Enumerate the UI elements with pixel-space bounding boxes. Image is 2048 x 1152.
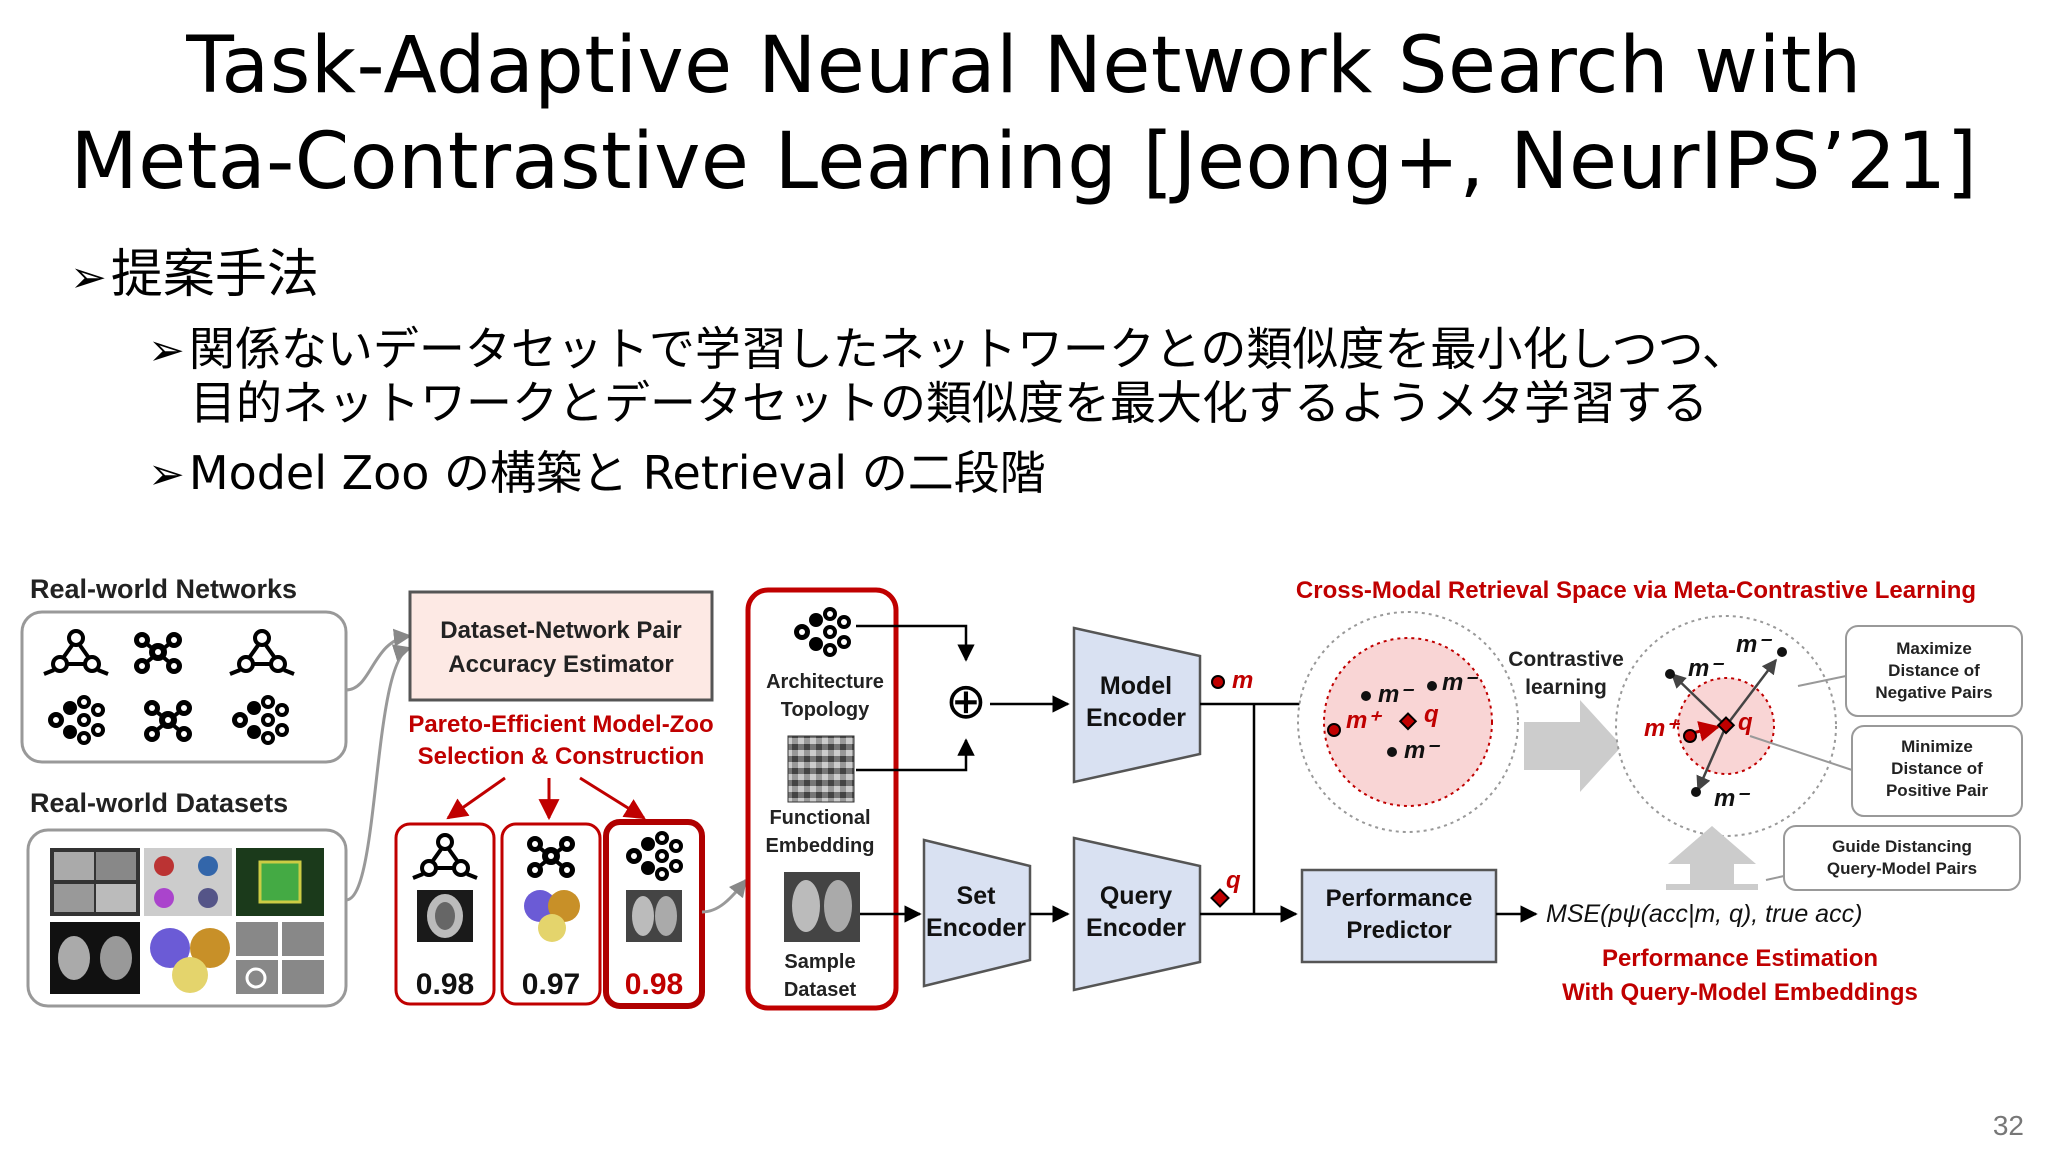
slide-title: Task-Adaptive Neural Network Search with… [0,18,2048,210]
bullet-two-stage: ➢Model Zoo の構築と Retrieval の二段階 [148,446,1046,502]
title-line-1: Task-Adaptive Neural Network Search with [186,21,1862,111]
query-encoder-label-2: Encoder [1086,914,1186,942]
set-encoder [922,838,1032,988]
arrow-func-to-concat [856,738,975,772]
svg-text:m⁻: m⁻ [1404,737,1440,764]
contrastive-label-1: Contrastive [1508,648,1624,671]
arch-label-2: Topology [781,699,870,721]
svg-text:m⁻: m⁻ [1736,631,1772,658]
sample-label-2: Dataset [784,979,857,1001]
contrastive-arrow [1524,700,1622,792]
pareto-label-1: Pareto-Efficient Model-Zoo [408,711,713,738]
pareto-label-2: Selection & Construction [418,743,705,770]
query-encoder-label-1: Query [1100,882,1172,910]
svg-text:Guide Distancing: Guide Distancing [1832,837,1972,856]
svg-text:q: q [1738,709,1753,736]
m-embedding-dot [1211,675,1225,689]
svg-text:m⁻: m⁻ [1688,655,1724,682]
set-encoder-label-2: Encoder [926,914,1026,942]
retrieval-space-title: Cross-Modal Retrieval Space via Meta-Con… [1296,577,1976,604]
svg-text:Minimize: Minimize [1901,737,1973,756]
zoo-score-1: 0.98 [416,968,474,1001]
estimator-label-1: Dataset-Network Pair [440,617,681,644]
bullet-meta-learning-cont: 目的ネットワークとデータセットの類似度を最大化するようメタ学習する [190,376,1708,430]
bullet-meta-learning: ➢関係ないデータセットで学習したネットワークとの類似度を最小化しつつ、 [148,322,1748,378]
q-embedding-diamond [1210,888,1230,908]
retrieval-space-after: m⁻ m⁻ m⁺ q m⁻ [1615,615,1837,837]
svg-text:Maximize: Maximize [1896,639,1972,658]
svg-text:m⁻: m⁻ [1442,669,1478,696]
model-encoder [1072,626,1202,784]
performance-predictor [1300,868,1498,964]
arrow-networks-to-estimator [345,628,412,692]
svg-text:Distance of: Distance of [1891,759,1983,778]
accuracy-estimator-box [408,590,714,702]
predictor-label-2: Predictor [1346,917,1451,944]
svg-text:m⁻: m⁻ [1714,785,1750,812]
real-world-datasets-label: Real-world Datasets [30,788,288,818]
arrow-zoo-3 [579,776,646,820]
zoo-score-3: 0.98 [625,968,683,1001]
bullet-arrow-icon: ➢ [148,325,185,376]
model-encoder-label-2: Encoder [1086,704,1186,732]
query-encoder [1072,836,1202,992]
real-world-networks-label: Real-world Networks [30,574,297,604]
perf-estimation-label-2: With Query-Model Embeddings [1562,979,1918,1006]
svg-text:Distance of: Distance of [1888,661,1980,680]
q-label: q [1226,867,1241,894]
svg-text:Positive Pair: Positive Pair [1886,781,1988,800]
perf-estimation-label-1: Performance Estimation [1602,945,1878,972]
arrow-zoo-1 [446,776,506,820]
guide-callout: Guide Distancing Query-Model Pairs [1765,825,2021,891]
svg-text:m⁺: m⁺ [1346,707,1382,734]
func-label-2: Embedding [766,835,875,857]
zoo-card-2: 0.97 [500,822,602,1006]
bullet-text: Model Zoo の構築と Retrieval の二段階 [188,446,1046,500]
page-number: 32 [1992,1110,2024,1141]
arrow-arch-to-concat [856,624,975,662]
func-label-1: Functional [769,807,870,829]
svg-text:Negative Pairs: Negative Pairs [1875,683,1992,702]
svg-text:m⁺: m⁺ [1644,715,1680,742]
svg-text:Query-Model Pairs: Query-Model Pairs [1827,859,1977,878]
guide-up-arrow [1666,826,1758,890]
set-encoder-label-1: Set [957,882,997,910]
zoo-card-1: 0.98 [394,822,496,1006]
arrow-zoo-to-inputs [701,878,748,914]
arrow-datasets-to-estimator [345,644,412,902]
sample-label-1: Sample [784,951,855,973]
m-label: m [1232,667,1253,694]
arch-label-1: Architecture [766,671,884,693]
svg-text:m⁻: m⁻ [1378,681,1414,708]
retrieval-space-before: m⁻ m⁻ m⁺ q m⁻ [1297,611,1519,833]
bullet-text: 関係ないデータセットで学習したネットワークとの類似度を最小化しつつ、 [188,322,1748,376]
bullet-proposed-method: ➢提案手法 [70,248,319,305]
bullet-arrow-icon: ➢ [70,252,107,303]
title-line-2: Meta-Contrastive Learning [Jeong+, NeurI… [70,117,1978,207]
svg-text:q: q [1424,701,1439,728]
maximize-callout: Maximize Distance of Negative Pairs [1797,625,2023,717]
concat-icon: ⊕ [945,673,987,729]
mse-formula: MSE(pψ(acc|m, q), true acc) [1546,900,1862,928]
model-encoder-label-1: Model [1100,672,1172,700]
estimator-label-2: Accuracy Estimator [448,651,673,678]
predictor-label-1: Performance [1326,885,1473,912]
zoo-card-3: 0.98 [603,819,705,1009]
dataset-thumbnails [50,848,324,994]
contrastive-label-2: learning [1525,676,1607,699]
bullet-text: 提案手法 [110,245,319,305]
bullet-arrow-icon: ➢ [148,449,185,500]
functional-embedding-image [787,735,855,803]
zoo-score-2: 0.97 [522,968,580,1001]
minimize-callout: Minimize Distance of Positive Pair [1749,725,2023,817]
